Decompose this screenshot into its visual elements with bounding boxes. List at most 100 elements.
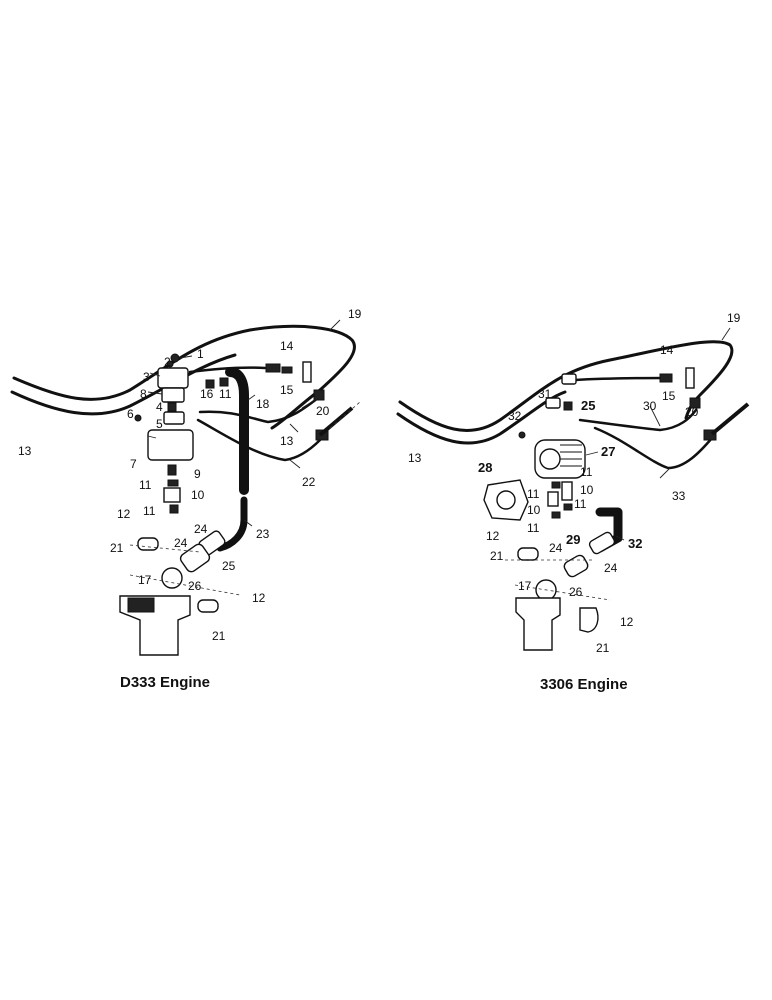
part-6 [134, 414, 142, 422]
pump-body-7 [147, 429, 194, 461]
callout-2: 2 [164, 355, 171, 369]
callout-11-r3: 11 [574, 497, 587, 511]
callout-6: 6 [127, 407, 134, 421]
callout-19: 19 [348, 307, 362, 321]
callout-30: 30 [643, 399, 657, 413]
callout-14: 14 [280, 339, 294, 353]
callout-20: 20 [316, 404, 330, 418]
callout-24b: 24 [174, 536, 188, 550]
caption-3306-engine: 3306 Engine [540, 676, 628, 693]
part-1 [170, 353, 180, 363]
part-11-r1 [551, 481, 561, 489]
part-11-r3 [563, 503, 573, 511]
callout-24a: 24 [194, 522, 208, 536]
callout-17: 17 [138, 573, 152, 587]
callout-9: 9 [194, 467, 201, 481]
coupling-29 [563, 554, 589, 578]
fitting-15 [302, 361, 312, 383]
callout-24-r1: 24 [549, 541, 563, 555]
callout-5: 5 [156, 417, 163, 431]
callout-23: 23 [256, 527, 270, 541]
part-9 [167, 464, 177, 476]
callout-8: 8 [140, 387, 147, 401]
hose-22 [196, 418, 322, 462]
callout-11c: 11 [219, 387, 232, 401]
callout-21b: 21 [212, 629, 226, 643]
callout-10-r1: 10 [580, 483, 594, 497]
callout-28: 28 [478, 460, 492, 475]
callout-26-r: 26 [569, 585, 583, 599]
callout-11-r1: 11 [580, 465, 593, 479]
valve-part-5 [163, 411, 185, 425]
fitting-20-r [689, 397, 701, 409]
3306-engine-assembly: 19 14 15 20 30 33 31 25 32 27 28 11 11 1… [396, 311, 750, 655]
pipe-right-r [710, 402, 750, 436]
pump-27-face [539, 448, 561, 470]
fitting-33-end [703, 429, 717, 441]
callout-14-r: 14 [660, 343, 674, 357]
callout-12-r1: 12 [486, 529, 500, 543]
hose-upper-r [573, 376, 670, 382]
dash [514, 584, 611, 601]
callout-21a: 21 [110, 541, 124, 555]
callout-12a: 12 [117, 507, 131, 521]
clamp-21b [197, 599, 219, 613]
hose-19-r [398, 340, 734, 432]
callout-27: 27 [601, 444, 615, 459]
callout-12b: 12 [252, 591, 266, 605]
dash-line [329, 401, 361, 429]
fitting-14 [281, 366, 293, 374]
callout-18: 18 [256, 397, 270, 411]
callout-31: 31 [538, 387, 552, 401]
callout-22: 22 [302, 475, 316, 489]
callout-32-top: 32 [508, 409, 522, 423]
spring-10 [163, 487, 181, 503]
valve-part-8 [161, 387, 185, 403]
callout-10-r2: 10 [527, 503, 541, 517]
callout-7: 7 [130, 457, 137, 471]
callout-29: 29 [566, 532, 580, 547]
hose-13 [10, 353, 237, 416]
gasket-28-hole [496, 490, 516, 510]
callout-10: 10 [191, 488, 205, 502]
coupling-24-r [588, 531, 616, 555]
hose-30 [578, 408, 698, 432]
callout-24-r2: 24 [604, 561, 618, 575]
elbow-26 [161, 567, 183, 589]
part-16 [205, 379, 215, 389]
fitting-31 [545, 397, 561, 409]
callout-17-r: 17 [518, 579, 532, 593]
callout-20-r: 20 [685, 405, 699, 419]
callout-25-r: 25 [581, 398, 595, 413]
callout-32: 32 [628, 536, 642, 551]
hose-13b [198, 396, 320, 424]
dash [129, 574, 241, 596]
fitting-15-r [685, 367, 695, 389]
callout-4: 4 [156, 400, 163, 414]
fitting [265, 363, 281, 373]
spring-10-r2 [547, 491, 559, 507]
part-32-top [518, 431, 526, 439]
valve-part-4 [167, 402, 177, 412]
part-2 [166, 360, 174, 368]
callout-1: 1 [197, 347, 204, 361]
engine-flange [127, 597, 155, 613]
callout-19-r: 19 [727, 311, 741, 325]
callout-15-r: 15 [662, 389, 676, 403]
fitting-14-r [659, 373, 673, 383]
callout-13-r: 13 [408, 451, 422, 465]
part-11a [167, 479, 179, 487]
callout-12-r2: 12 [620, 615, 634, 629]
clamp-21-r2 [579, 607, 599, 633]
callout-11-r2: 11 [527, 487, 540, 501]
callout-11a: 11 [139, 478, 152, 492]
callout-3: 3 [143, 370, 150, 384]
callout-21-r2: 21 [596, 641, 610, 655]
d333-engine-assembly: 1 2 3 8 4 5 6 7 9 11 10 11 16 11 18 14 1… [10, 307, 362, 656]
callout-11b: 11 [143, 504, 156, 518]
callout-13: 13 [18, 444, 32, 458]
tube-18 [225, 367, 249, 495]
callout-13b: 13 [280, 434, 294, 448]
caption-d333-engine: D333 Engine [120, 674, 211, 691]
